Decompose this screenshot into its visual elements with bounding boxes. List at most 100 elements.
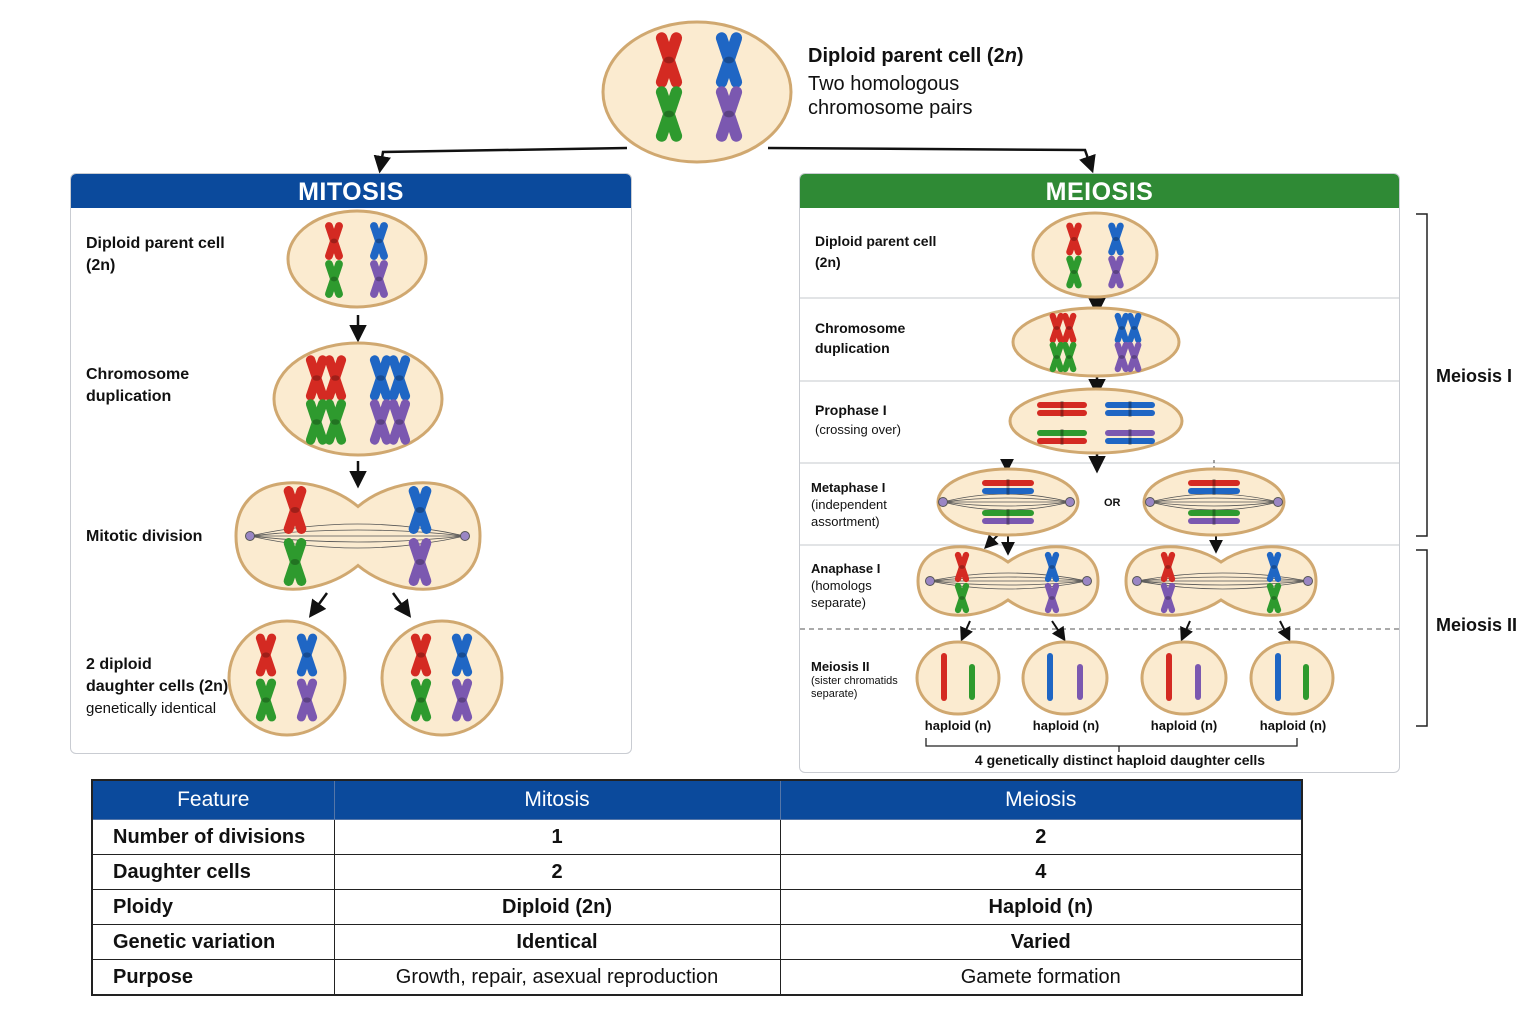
centromere <box>1112 236 1120 242</box>
chromatid <box>655 32 683 88</box>
chromosome-h <box>982 479 1034 495</box>
chromatid <box>325 222 343 260</box>
chromatid <box>410 633 432 677</box>
arrow-meiosis-5b <box>1051 620 1066 642</box>
table-cell: 4 <box>779 854 1303 890</box>
table-cell: Genetic variation <box>91 924 335 960</box>
centromere <box>663 56 675 64</box>
table-cell: Number of divisions <box>91 819 335 855</box>
centromere <box>458 652 466 658</box>
chromatid <box>1066 222 1082 256</box>
arrow-meiosis-5a <box>960 620 973 642</box>
chromatid <box>1108 255 1124 289</box>
table-cell: Identical <box>333 924 781 960</box>
centromere <box>330 276 338 282</box>
spindle-fiber <box>1136 576 1309 582</box>
chromosome-x <box>1160 582 1176 614</box>
centromere <box>959 596 965 600</box>
table-header-row: Feature Mitosis Meiosis <box>91 779 1303 820</box>
centromere <box>331 375 340 381</box>
chromatid <box>1062 312 1077 344</box>
meiosis-step-prophase-label: Prophase I(crossing over) <box>815 402 901 437</box>
chromatid <box>1108 222 1124 256</box>
chromosome-x <box>451 678 473 722</box>
centromere <box>1165 565 1171 569</box>
spindle-fiber <box>929 572 1088 582</box>
table-cell: Varied <box>779 924 1303 960</box>
centrosome <box>1082 576 1092 586</box>
chromosome-green <box>655 86 683 142</box>
chromosome-h <box>982 509 1034 525</box>
chromatid <box>1049 341 1064 373</box>
spindle-fiber <box>929 580 1088 586</box>
chromatid <box>388 355 411 401</box>
centromere <box>1165 596 1171 600</box>
cells-layer <box>227 20 1335 737</box>
haploid-cell-2 <box>1021 640 1109 716</box>
chromatid <box>1066 255 1082 289</box>
chromosome-x <box>305 399 328 445</box>
haploid-label-1: haploid (n) <box>924 718 992 733</box>
meiosis-header: MEIOSIS <box>800 174 1399 208</box>
centromere <box>458 697 466 703</box>
chromosome-h <box>1037 429 1087 445</box>
chromatid <box>283 538 307 586</box>
centromere <box>290 507 300 513</box>
chromatid <box>451 678 473 722</box>
chromatid <box>1266 582 1282 614</box>
table-cell: 2 <box>333 854 781 890</box>
chromosome-x <box>283 538 307 586</box>
table-cell: 2 <box>779 819 1303 855</box>
chromatid <box>408 486 432 534</box>
chromosome-x <box>255 633 277 677</box>
spindle-fiber <box>1136 580 1309 590</box>
arrow-meiosis-5c <box>1180 620 1193 642</box>
chromosome-x <box>296 633 318 677</box>
centromere <box>1118 326 1125 330</box>
spindle-fiber <box>1136 572 1309 582</box>
chromosome-x <box>1066 255 1082 289</box>
centromere <box>1271 596 1277 600</box>
table-cell: Gamete formation <box>779 959 1303 996</box>
table-header-cell: Meiosis <box>779 779 1303 820</box>
chromatid <box>1114 341 1129 373</box>
chromatid <box>715 86 743 142</box>
centrosome <box>925 576 935 586</box>
table-header-cell: Mitosis <box>333 779 781 820</box>
or-label: OR <box>1104 497 1121 509</box>
chromatid <box>1049 312 1064 344</box>
centrosome <box>1145 497 1155 507</box>
chromosome-x <box>408 486 432 534</box>
chromosome-h <box>1105 401 1155 417</box>
haploid-label-4: haploid (n) <box>1259 718 1327 733</box>
meiosis2-bracket <box>1416 549 1428 727</box>
centrosome <box>1065 497 1075 507</box>
haploid-cell-4 <box>1249 640 1335 716</box>
meiosis-prophase-cell <box>1008 387 1184 455</box>
centromere <box>1053 355 1060 359</box>
chromatid <box>1044 582 1060 614</box>
spindle-fiber <box>249 535 466 549</box>
chromosome-x <box>1044 582 1060 614</box>
chromosome-x <box>369 399 392 445</box>
centromere <box>1053 326 1060 330</box>
centromere <box>1066 355 1073 359</box>
meiosis-step-parent-label: Diploid parent cell(2n) <box>815 233 937 270</box>
chromatid <box>305 399 328 445</box>
table-row: Ploidy Diploid (2n) Haploid (n) <box>91 889 1303 925</box>
chromosome-x <box>1127 341 1142 373</box>
centromere <box>312 419 321 425</box>
arrow-to-meiosis <box>767 146 1096 174</box>
chromosome-h <box>1188 509 1240 525</box>
chromosome-x <box>370 260 388 298</box>
chromatid <box>1127 341 1142 373</box>
chromatid <box>410 678 432 722</box>
chromosome-blue <box>715 32 743 88</box>
arrow-mitosis-3b <box>391 592 412 618</box>
centromere <box>1070 269 1078 275</box>
chromatid <box>954 582 970 614</box>
chromosome-x <box>1062 312 1077 344</box>
spindle-fiber <box>249 535 466 543</box>
